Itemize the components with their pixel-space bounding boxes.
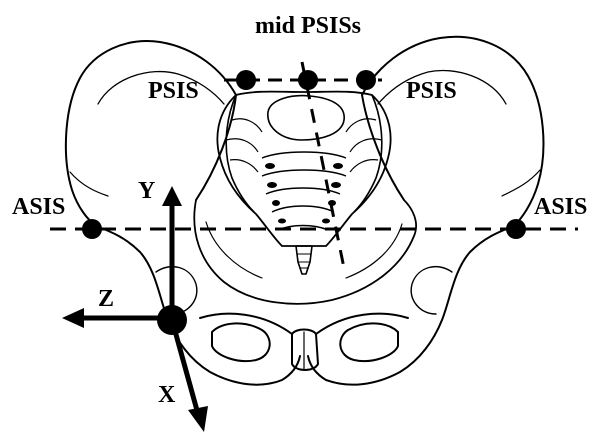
sacral-segment-2: [262, 170, 346, 176]
right-iliac-wing: [362, 37, 543, 226]
y-axis-arrowhead: [162, 186, 182, 206]
psis-right-label: PSIS: [406, 78, 457, 104]
left-sacral-ala: [226, 119, 262, 172]
mid-psis-marker: [298, 70, 318, 90]
asis-left-label: ASIS: [12, 194, 65, 220]
coordinate-axes: [62, 186, 208, 432]
right-sacroiliac-joint: [354, 95, 382, 212]
psis-left-marker: [236, 70, 256, 90]
pelvic-inlet: [194, 200, 416, 304]
labels: mid PSISs PSIS PSIS ASIS ASIS Y Z X: [12, 13, 587, 408]
z-axis-arrowhead: [62, 308, 84, 328]
right-obturator-foramen: [340, 323, 398, 361]
axis-z-label: Z: [98, 286, 114, 312]
x-axis-arrowhead: [188, 406, 208, 432]
sacral-segment-4: [272, 206, 334, 212]
sacral-base: [268, 96, 344, 140]
sacrum: [217, 92, 390, 274]
pelvic-inlet-inner-right: [346, 224, 402, 278]
left-sacroiliac-joint: [226, 95, 254, 212]
x-axis-line: [172, 320, 198, 414]
right-lower-pelvis: [308, 226, 514, 385]
pubic-symphysis: [292, 330, 318, 371]
left-obturator-foramen: [212, 323, 270, 361]
left-lower-pelvis: [96, 226, 300, 385]
psis-right-marker: [356, 70, 376, 90]
asis-right-label: ASIS: [534, 194, 587, 220]
psis-left-label: PSIS: [148, 78, 199, 104]
axis-x-label: X: [158, 382, 176, 408]
mid-psis-label: mid PSISs: [255, 13, 361, 39]
left-iliac-crest-line: [70, 172, 108, 196]
asis-right-marker: [506, 219, 526, 239]
sacrum-outline: [217, 92, 390, 246]
asis-left-marker: [82, 219, 102, 239]
sacral-segment-1: [262, 152, 346, 158]
coccyx: [296, 246, 312, 274]
axis-y-label: Y: [138, 178, 155, 204]
